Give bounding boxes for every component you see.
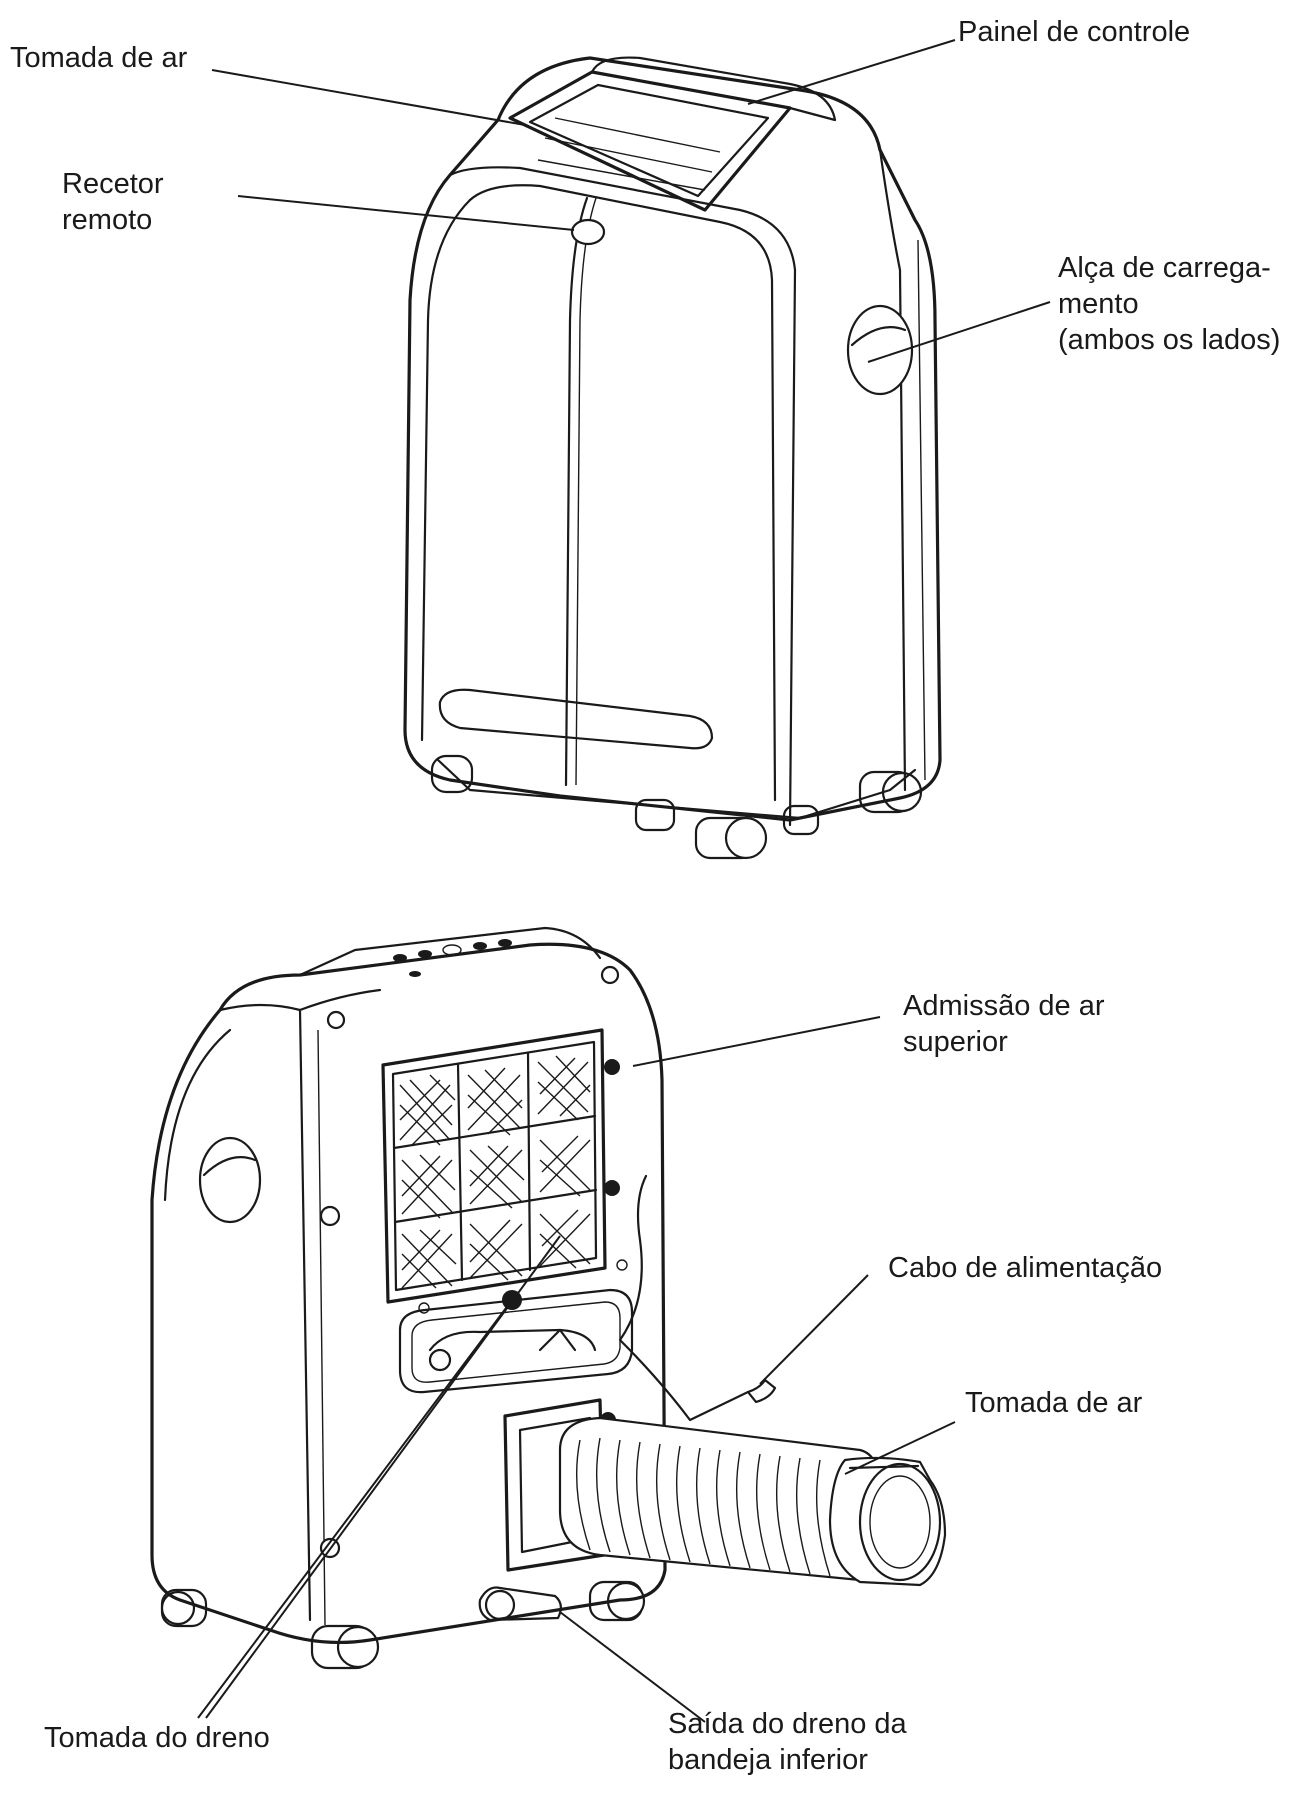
leader-upper-air-intake [632, 1016, 881, 1067]
label-front-air-outlet: Tomada de ar [10, 42, 188, 74]
rear-control-buttons [393, 939, 512, 977]
leader-carry-handle [867, 301, 1051, 363]
label-drain-outlet: Tomada do dreno [44, 1722, 270, 1754]
front-panel [468, 184, 777, 802]
leader-bottom-tray-drain [559, 1611, 706, 1723]
upper-air-intake-filter [381, 1028, 607, 1304]
label-remote-receiver-line-1: Recetor [62, 168, 164, 200]
front-bottom-recess [438, 688, 714, 750]
mounting-knobs [319, 965, 628, 1559]
label-bottom-tray-drain-line-2: bandeja inferior [668, 1744, 868, 1776]
cable-storage-recess [398, 1288, 634, 1394]
label-carry-handle: Alça de carrega- mento (ambos os lados) [1058, 250, 1280, 358]
exhaust-nozzle [828, 1456, 947, 1587]
filter-mesh [399, 1055, 591, 1289]
rear-body-outline [150, 942, 667, 1645]
control-panel-strip [590, 56, 837, 122]
front-center-seam [564, 196, 589, 787]
rear-carry-handle [198, 1136, 262, 1224]
label-bottom-tray-drain-line-1: Saída do dreno da [668, 1708, 907, 1740]
leader-control-panel [747, 39, 956, 105]
leader-drain-outlet-2 [205, 1235, 561, 1719]
leader-remote-receiver [237, 195, 575, 231]
label-rear-air-outlet: Tomada de ar [965, 1387, 1143, 1419]
filter-cells [392, 1051, 598, 1282]
bottom-tray-drain [478, 1586, 562, 1622]
label-upper-air-intake-line-1: Admissão de ar [903, 990, 1105, 1022]
front-base [436, 758, 917, 820]
power-cable [618, 1174, 750, 1422]
label-carry-handle-line-1: Alça de carrega- [1058, 252, 1271, 284]
label-power-cable: Cabo de alimentação [888, 1252, 1163, 1284]
label-carry-handle-line-2: mento [1058, 288, 1139, 320]
label-bottom-tray-drain: Saída do dreno da bandeja inferior [668, 1706, 907, 1778]
leader-front-air-outlet [211, 69, 526, 126]
label-carry-handle-line-3: (ambos os lados) [1058, 324, 1281, 356]
leader-rear-air-outlet [844, 1421, 956, 1475]
label-upper-air-intake-line-2: superior [903, 1026, 1008, 1058]
label-control-panel: Painel de controle [958, 16, 1191, 48]
front-body-outline [403, 56, 942, 822]
leader-power-cable [759, 1274, 869, 1385]
remote-receiver-window [570, 218, 606, 246]
rear-top-panel [298, 926, 602, 977]
label-remote-receiver-line-2: remoto [62, 204, 153, 236]
leader-drain-outlet [197, 1299, 513, 1719]
label-upper-air-intake: Admissão de ar superior [903, 988, 1105, 1060]
label-remote-receiver: Recetor remoto [62, 166, 164, 238]
